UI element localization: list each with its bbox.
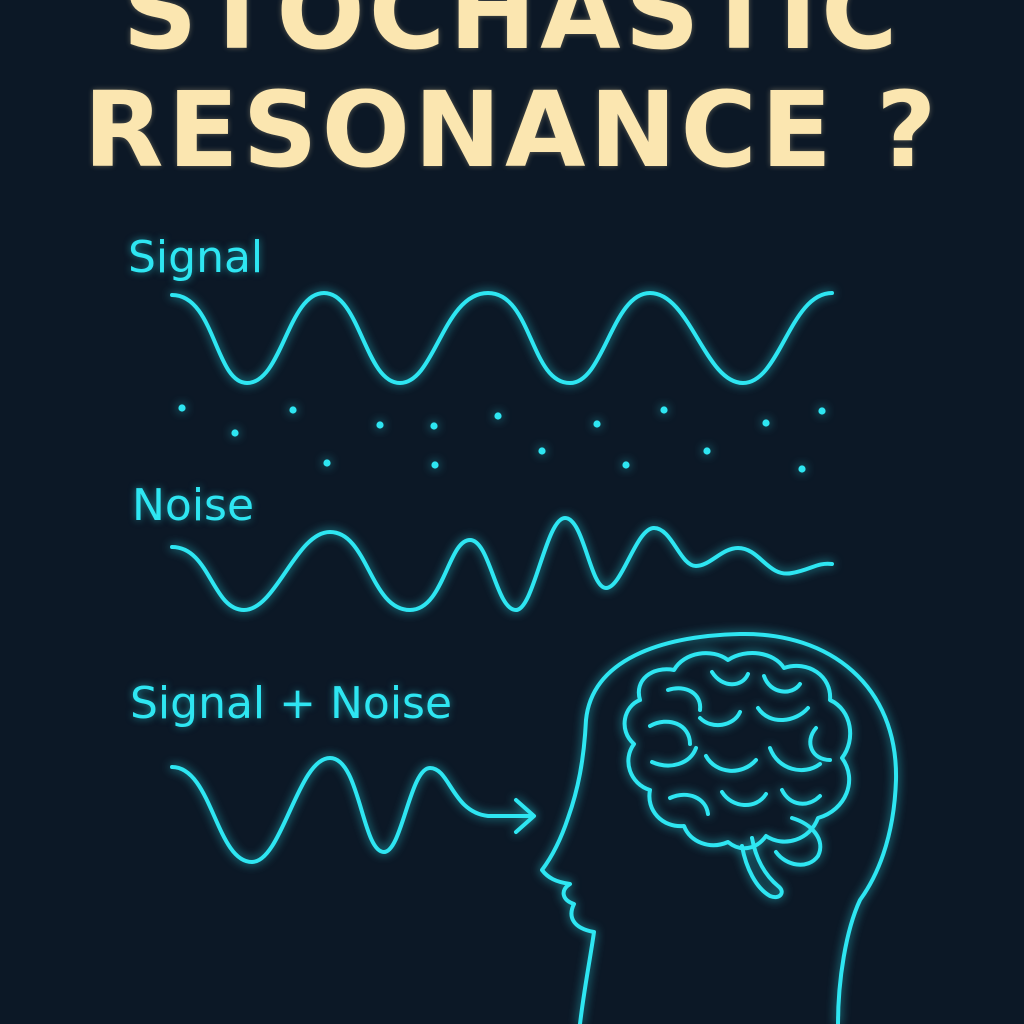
title-line-2: RESONANCE ?: [83, 69, 941, 191]
noise-wave: [170, 516, 834, 612]
noise-dot: [494, 412, 502, 420]
noise-dot: [323, 459, 331, 467]
noise-label: Noise: [132, 480, 255, 531]
title-line-1: STOCHASTIC: [122, 0, 902, 73]
noise-dot: [818, 407, 826, 415]
human-head-profile-icon: [540, 631, 899, 1024]
noise-dot: [289, 406, 297, 414]
signal-plus-noise-wave: [170, 756, 534, 864]
noise-dot: [376, 421, 384, 429]
noise-dot: [593, 420, 601, 428]
noise-dot: [660, 406, 668, 414]
noise-dot: [430, 422, 438, 430]
signal-label: Signal: [128, 232, 264, 283]
noise-dot: [231, 429, 239, 437]
signal-wave: [170, 291, 834, 385]
arrow-right-icon: [514, 798, 536, 834]
brain-icon: [622, 651, 852, 899]
noise-dot: [762, 419, 770, 427]
noise-dot: [798, 465, 806, 473]
noise-dot: [703, 447, 711, 455]
noise-dot: [431, 461, 439, 469]
noise-dots: [178, 404, 826, 473]
signal-plus-noise-label: Signal + Noise: [130, 678, 453, 729]
noise-dot: [538, 447, 546, 455]
noise-dot: [178, 404, 186, 412]
noise-dot: [622, 461, 630, 469]
